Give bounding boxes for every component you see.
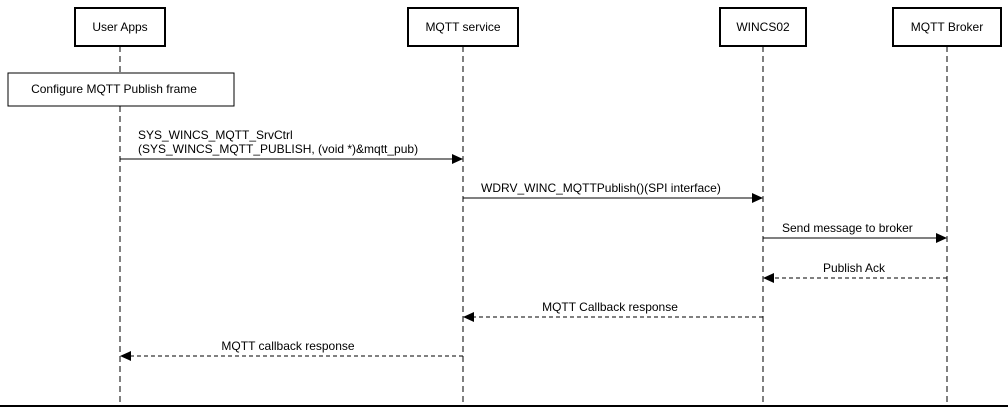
message-send-to-broker: Send message to broker xyxy=(763,221,947,243)
message-label: Publish Ack xyxy=(823,261,886,275)
message-callback-response-to-user: MQTT callback response xyxy=(120,339,463,361)
arrowhead-icon xyxy=(763,273,774,283)
message-label: Send message to broker xyxy=(782,221,913,235)
participant-user-apps: User Apps xyxy=(74,7,166,47)
message-label: MQTT Callback response xyxy=(542,300,678,314)
message-publish-ack: Publish Ack xyxy=(763,261,947,283)
participant-label: MQTT service xyxy=(425,20,500,34)
participant-label: User Apps xyxy=(92,20,147,34)
arrowhead-icon xyxy=(120,351,131,361)
message-srvctrl-call: SYS_WINCS_MQTT_SrvCtrl (SYS_WINCS_MQTT_P… xyxy=(120,128,463,164)
arrowhead-icon xyxy=(463,312,474,322)
message-label: WDRV_WINC_MQTTPublish()(SPI interface) xyxy=(481,181,721,195)
note-text: Configure MQTT Publish frame xyxy=(31,82,197,96)
arrowhead-icon xyxy=(752,193,763,203)
message-label-line-2: (SYS_WINCS_MQTT_PUBLISH, (void *)&mqtt_p… xyxy=(138,142,418,156)
participant-label: MQTT Broker xyxy=(911,20,983,34)
arrowhead-icon xyxy=(936,233,947,243)
message-mqtt-publish-call: WDRV_WINC_MQTTPublish()(SPI interface) xyxy=(463,181,763,203)
message-label-line-1: SYS_WINCS_MQTT_SrvCtrl xyxy=(138,128,293,142)
participant-label: WINCS02 xyxy=(736,20,790,34)
arrowhead-icon xyxy=(452,154,463,164)
message-label: MQTT callback response xyxy=(221,339,354,353)
participant-mqtt-broker: MQTT Broker xyxy=(892,7,1002,47)
note-configure-publish-frame: Configure MQTT Publish frame xyxy=(7,72,235,107)
participant-wincs02: WINCS02 xyxy=(719,7,807,47)
participant-mqtt-service: MQTT service xyxy=(407,7,519,47)
message-mqtt-callback-response: MQTT Callback response xyxy=(463,300,763,322)
